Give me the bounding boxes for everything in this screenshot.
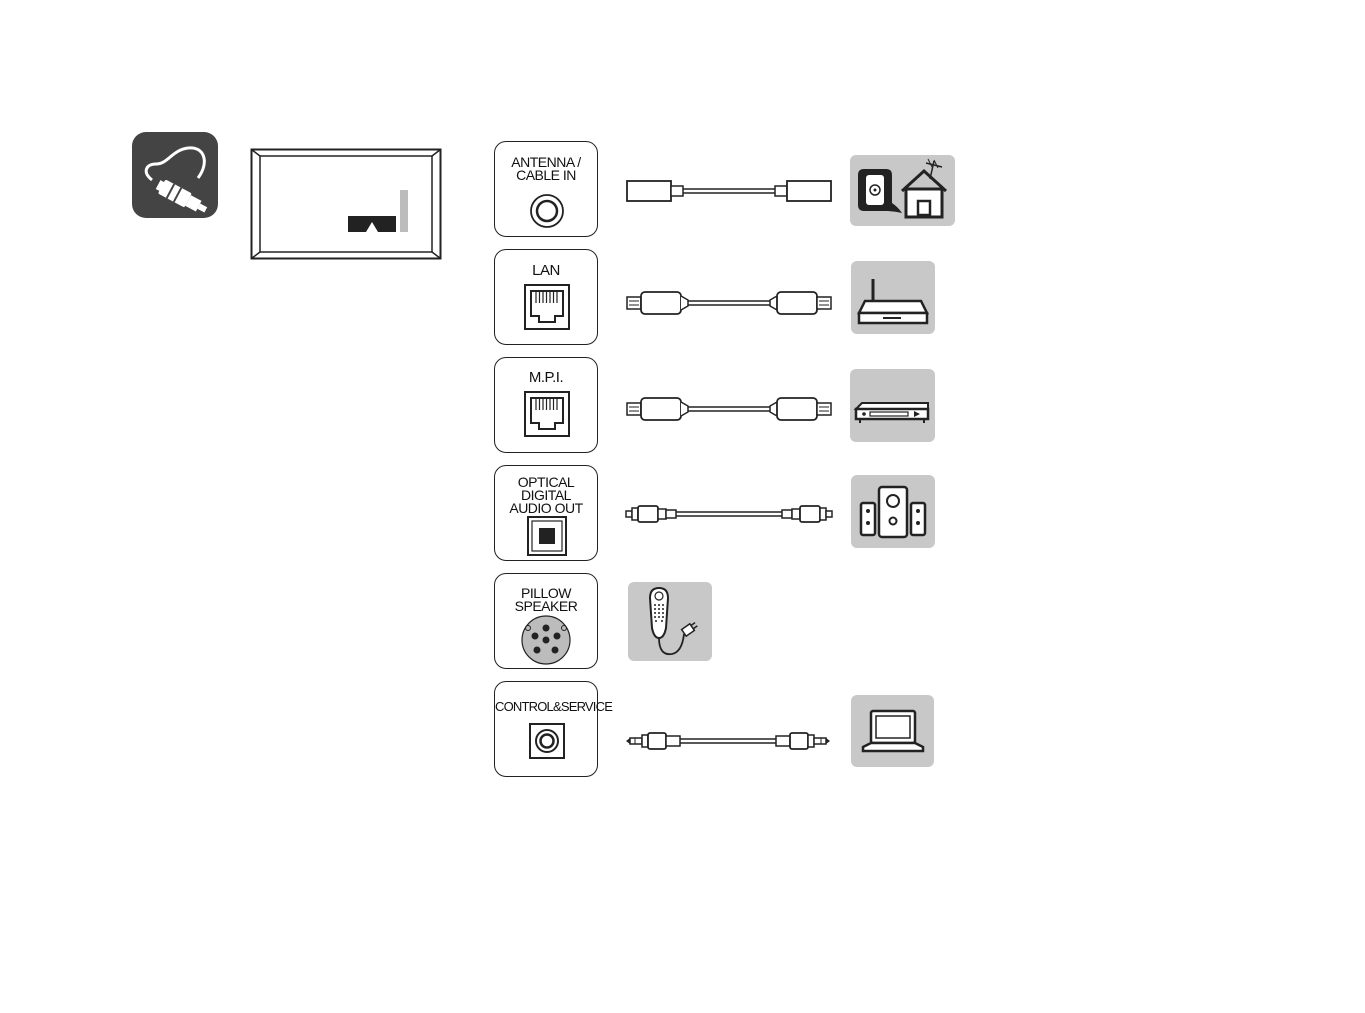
ethernet-cable-icon — [622, 288, 836, 318]
coaxial-cable-icon — [622, 176, 836, 206]
coaxial-port-icon — [495, 142, 599, 238]
din-port-icon — [495, 574, 599, 670]
port-control-service: CONTROL&SERVICE — [494, 681, 598, 777]
router-icon — [851, 261, 935, 334]
mpi-port-icon — [495, 358, 599, 454]
port-mpi: M.P.I. — [494, 357, 598, 453]
cable-plug-icon — [132, 132, 218, 218]
mpi-cable-icon — [622, 394, 836, 424]
speaker-system-icon — [851, 475, 935, 548]
port-antenna: ANTENNA / CABLE IN — [494, 141, 598, 237]
pillow-speaker-remote-icon — [628, 582, 712, 661]
audio-jack-port-icon — [495, 682, 599, 778]
ethernet-port-icon — [495, 250, 599, 346]
antenna-house-icon — [850, 155, 955, 226]
tv-rear-panel-icon — [250, 148, 442, 262]
set-top-box-icon — [850, 369, 935, 442]
optical-cable-icon — [622, 499, 836, 529]
optical-port-icon — [495, 466, 599, 562]
port-lan: LAN — [494, 249, 598, 345]
laptop-icon — [851, 695, 934, 767]
port-optical: OPTICAL DIGITAL AUDIO OUT — [494, 465, 598, 561]
port-pillow-speaker: PILLOW SPEAKER — [494, 573, 598, 669]
control-cable-icon — [622, 726, 836, 756]
